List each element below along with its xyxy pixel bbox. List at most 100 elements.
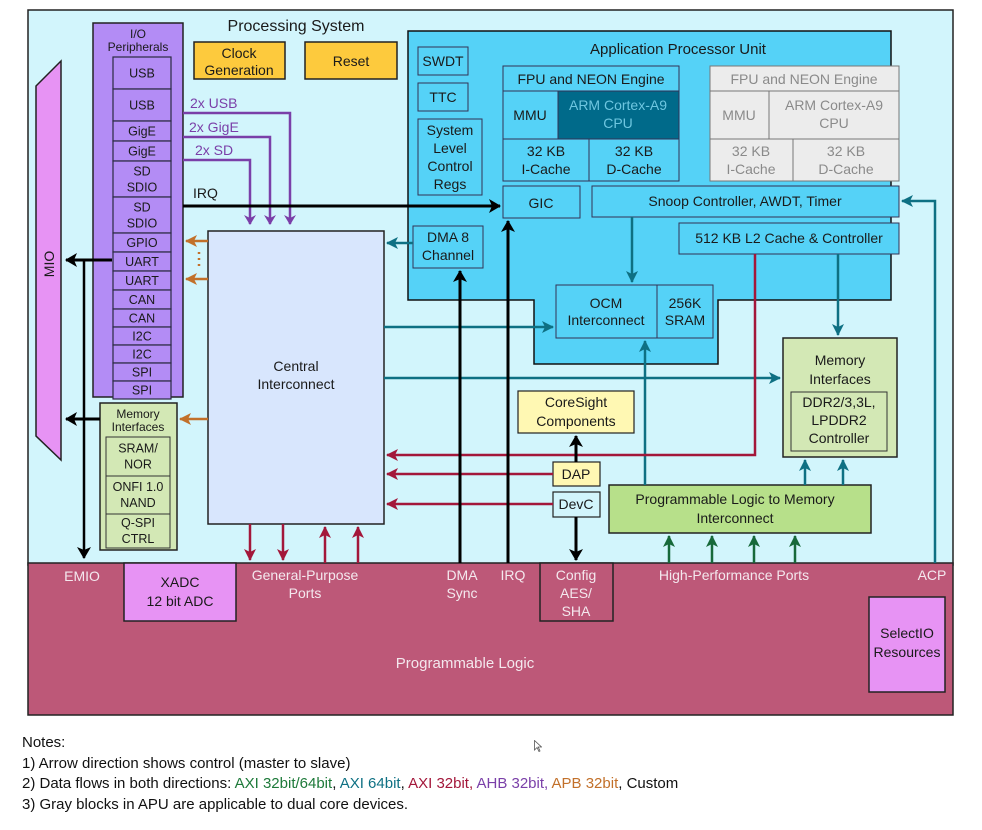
legend-axi-64: AXI 64bit — [339, 775, 401, 792]
usb-link — [183, 111, 296, 225]
memif-left-item-label: SRAM/ — [118, 442, 158, 456]
devc-label: DevC — [558, 496, 593, 512]
note-1: 1) Arrow direction shows control (master… — [22, 754, 351, 772]
core1: FPU and NEON Engine MMU ARM Cortex-A9 CP… — [709, 65, 900, 182]
usb-link-label: 2x USB — [190, 95, 237, 111]
xadc-label-1: XADC — [161, 574, 200, 590]
io-peripheral-label: USB — [129, 99, 155, 113]
clock-label-2: Generation — [204, 62, 273, 78]
sram-label-2: SRAM — [665, 312, 705, 328]
ddr-label-1: DDR2/3,3L, — [802, 394, 875, 410]
core1-fpu — [709, 65, 900, 92]
plmem-label-2: Interconnect — [696, 510, 773, 526]
note-3: 3) Gray blocks in APU are applicable to … — [22, 795, 409, 813]
sd-link — [183, 158, 256, 225]
emio-label: EMIO — [64, 568, 100, 584]
coresight-label-2: Components — [536, 413, 615, 429]
notes: Notes: 1) Arrow direction shows control … — [22, 733, 678, 815]
memif-left-item — [105, 513, 171, 549]
l2-cache-block — [678, 222, 900, 255]
gp-ports-label-2: Ports — [289, 585, 322, 601]
central-interconnect-label-2: Interconnect — [257, 376, 334, 392]
io-peripheral-label: CAN — [129, 312, 155, 326]
core1-fpu-label: FPU and NEON Engine — [730, 71, 877, 87]
clock-label-1: Clock — [221, 45, 257, 61]
core0-icache — [502, 138, 590, 182]
core1-cpu-label-2: CPU — [819, 115, 849, 131]
memif-left-item — [105, 475, 171, 515]
core0-cpu-label-1: ARM Cortex-A9 — [569, 97, 667, 113]
core0-dcache — [588, 138, 680, 182]
core0-dcache-label-1: 32 KB — [615, 143, 653, 159]
slcr-label-1: System — [427, 122, 474, 138]
io-peripheral-label: USB — [129, 67, 155, 81]
io-peripheral-label: CAN — [129, 293, 155, 307]
config-label-3: SHA — [562, 603, 591, 619]
snoop-controller-label: Snoop Controller, AWDT, Timer — [648, 193, 842, 209]
reset-block — [304, 41, 398, 80]
sd-link-label: 2x SD — [195, 142, 233, 158]
xadc-block — [123, 562, 237, 622]
memif-left-title-1: Memory — [116, 407, 159, 421]
ocm-label-1: OCM — [590, 295, 623, 311]
gic-block — [502, 185, 581, 219]
dma-label-2: Channel — [422, 247, 474, 263]
legend-custom: , Custom — [618, 775, 679, 792]
dma-label-1: DMA 8 — [427, 229, 469, 245]
gp-ports-label-1: General-Purpose — [252, 567, 359, 583]
sram-block — [656, 284, 714, 339]
hp-ports-label: High-Performance Ports — [659, 567, 809, 583]
memif-left-item-label: NAND — [120, 496, 155, 510]
memif-right-title-2: Interfaces — [809, 371, 870, 387]
core0-mmu-label: MMU — [513, 107, 546, 123]
io-peripheral-label: SD — [133, 165, 150, 179]
apu-title: Application Processor Unit — [590, 41, 767, 58]
acp-label: ACP — [918, 567, 947, 583]
pl-to-memory-interconnect-block — [608, 484, 872, 534]
slcr-block — [417, 118, 483, 196]
coresight-label-1: CoreSight — [545, 394, 607, 410]
note-2-sep2: , — [400, 775, 409, 792]
ddr-label-2: LPDDR2 — [811, 412, 866, 428]
config-block — [539, 562, 614, 622]
io-peripheral-label: SPI — [132, 366, 152, 380]
selectio-label-1: SelectIO — [880, 625, 934, 641]
sram-label-1: 256K — [669, 295, 702, 311]
core0-cpu-label-2: CPU — [603, 115, 633, 131]
core1-cpu — [768, 90, 900, 140]
io-peripheral-label: GigE — [128, 125, 156, 139]
memif-left-item-label: NOR — [124, 458, 152, 472]
config-label-1: Config — [556, 567, 596, 583]
memif-left-title-2: Interfaces — [112, 420, 165, 434]
io-peripheral-label: UART — [125, 255, 159, 269]
core0-fpu — [502, 65, 680, 92]
ocm-interconnect-block — [555, 284, 658, 339]
legend-axi-32: AXI 32bit, — [408, 775, 477, 792]
gic-label: GIC — [529, 195, 554, 211]
core0-icache-label-2: I-Cache — [521, 161, 570, 177]
core1-mmu-label: MMU — [722, 107, 755, 123]
core1-dcache — [792, 138, 900, 182]
swdt-label: SWDT — [422, 53, 464, 69]
ttc-label: TTC — [429, 89, 456, 105]
coresight-block — [517, 390, 635, 434]
ocm-label-2: Interconnect — [567, 312, 644, 328]
l2-cache-label: 512 KB L2 Cache & Controller — [695, 230, 883, 246]
acp-link — [901, 195, 937, 563]
dma-sync-label-2: Sync — [446, 585, 477, 601]
io-peripheral-sd — [112, 160, 172, 198]
core1-cpu-label-1: ARM Cortex-A9 — [785, 97, 883, 113]
mouse-cursor-icon — [534, 740, 542, 752]
legend-ahb-32: AHB 32bit, — [476, 775, 552, 792]
memif-left-item-label: Q-SPI — [121, 516, 155, 530]
core0-dcache-label-2: D-Cache — [606, 161, 661, 177]
io-peripheral-label: SD — [133, 201, 150, 215]
programmable-logic-title: Programmable Logic — [396, 655, 535, 672]
xadc-label-2: 12 bit ADC — [147, 593, 214, 609]
io-peripheral-label: SPI — [132, 384, 152, 398]
io-peripheral-label: I2C — [132, 330, 151, 344]
slcr-label-2: Level — [433, 140, 466, 156]
memif-left-item — [105, 436, 171, 477]
core1-dcache-label-1: 32 KB — [827, 143, 865, 159]
